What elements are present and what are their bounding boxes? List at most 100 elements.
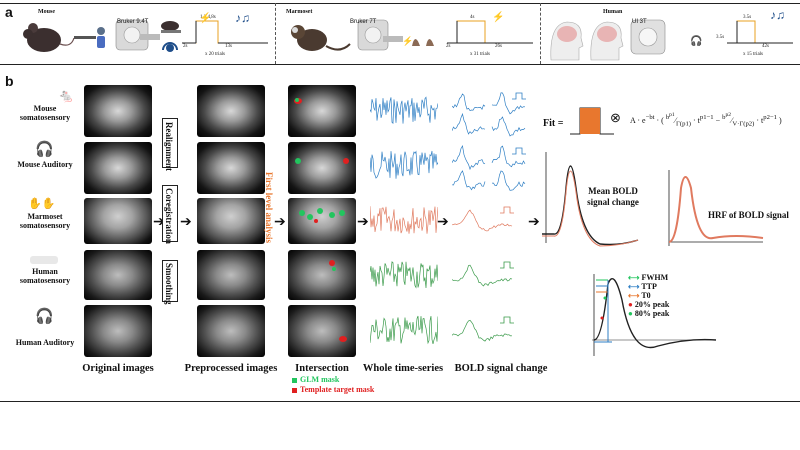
timeseries-trace <box>370 150 438 179</box>
music-note-icon: ♪♫ <box>235 11 250 25</box>
row-label: Mouse somatosensory <box>19 104 71 122</box>
marmoset-setup-illustration <box>291 19 434 51</box>
metrics-legend: ⟷ FWHM ⟷ TTP ⟷ T0 ● 20% peak ● 80% peak <box>628 273 669 318</box>
headphones-icon: 🎧 <box>35 309 54 325</box>
metric-t0: ⟷ T0 <box>628 291 651 300</box>
original-image <box>84 142 152 194</box>
timeseries-trace <box>370 261 438 289</box>
column-label-intersection: Intersection <box>295 363 349 374</box>
step-label: Realignment <box>164 122 174 171</box>
hands-icon: ✋✋ <box>28 198 56 210</box>
marmoset-trials: x 31 trials <box>470 52 490 57</box>
human-setup-illustration <box>550 19 666 61</box>
column-label-bold: BOLD signal change <box>454 363 548 374</box>
bold-response-trace <box>452 319 513 342</box>
marmoset-stim: 4s <box>470 15 475 20</box>
marmoset-pre: 2s <box>446 44 451 49</box>
bold-response-trace <box>492 170 526 191</box>
preprocessed-image <box>197 305 265 357</box>
step-smoothing <box>162 260 178 302</box>
mouse-icon <box>27 28 61 52</box>
stimulus-marker <box>500 206 514 214</box>
hrf-label: HRF of BOLD signal <box>708 210 789 220</box>
human-scanner: UI 3T <box>632 19 647 25</box>
bold-response-trace <box>491 92 526 115</box>
bold-response-trace <box>452 170 486 191</box>
metric-ttp: ⟷ TTP <box>628 282 657 291</box>
row-label: Human somatosensory <box>19 267 71 285</box>
hands-icon <box>412 39 420 46</box>
preprocessed-image <box>197 142 265 194</box>
intersection-image <box>288 142 356 194</box>
bold-response-trace <box>452 112 486 135</box>
panel-a-bottom-border <box>0 64 800 65</box>
marmoset-paradigm <box>447 20 533 44</box>
operator-icon <box>97 27 105 35</box>
lightning-icon: ⚡ <box>492 12 505 23</box>
mouse-stim-times: 1,2,4,8s <box>200 15 216 20</box>
bold-response-trace <box>491 145 526 168</box>
original-image <box>84 250 152 300</box>
top-border <box>0 3 800 4</box>
stimulus-marker <box>500 316 514 324</box>
human-pre: 3.5s <box>716 35 725 40</box>
bold-response-trace <box>452 145 486 171</box>
bold-column <box>452 92 526 342</box>
fit-label: Fit = <box>543 118 564 129</box>
stimulus-box-function <box>570 107 614 135</box>
bold-response-trace <box>452 209 513 232</box>
bold-response-trace <box>452 264 513 287</box>
marmoset-scanner: Bruker 7T <box>350 19 377 25</box>
marmoset-title: Marmoset <box>286 9 313 15</box>
timeseries-column <box>370 96 438 345</box>
step-realignment <box>162 118 178 168</box>
original-image <box>84 198 152 244</box>
stimulus-marker <box>512 147 526 155</box>
bold-response-trace <box>491 116 526 137</box>
mouse-pre: 2s <box>183 44 188 49</box>
arrow-icon: ➔ <box>437 215 449 230</box>
column-label-preprocessed: Preprocessed images <box>184 363 278 374</box>
row-label: Human Auditory <box>15 338 75 347</box>
intersection-image <box>288 250 356 300</box>
divider-1 <box>275 3 276 64</box>
original-image <box>84 85 152 137</box>
arrow-icon: ➔ <box>274 215 286 230</box>
human-post: 42s <box>762 44 769 49</box>
timeseries-trace <box>370 206 438 234</box>
mouse-trials: x 20 trials <box>205 52 225 57</box>
lightning-icon: ⚡ <box>199 13 212 24</box>
lightning-icon: ⚡ <box>402 36 414 46</box>
intersection-image <box>288 198 356 244</box>
original-image <box>84 305 152 357</box>
preprocessed-image <box>197 250 265 300</box>
legend-glm: GLM mask <box>292 375 339 384</box>
music-note-icon: ♪♫ <box>770 8 785 22</box>
legend-template: Template target mask <box>292 385 374 394</box>
mouse-scanner: Bruker 9.4T <box>117 19 149 25</box>
mouse-setup-illustration <box>23 19 181 52</box>
gamma-formula: A · e−bt · ( bp1⁄Γ(p1) · tp1−1 − bp2⁄V·Γ… <box>630 112 782 128</box>
stimulus-marker <box>500 261 514 269</box>
preprocessed-image <box>197 85 265 137</box>
metric-fwhm: ⟷ FWHM <box>628 273 669 282</box>
arrow-icon: ➔ <box>180 215 192 230</box>
step-label: Coregistration <box>164 188 174 244</box>
headphones-icon <box>162 42 178 51</box>
step-label: Smoothing <box>164 263 174 305</box>
hand-stimulator-icon <box>30 256 58 264</box>
timeseries-trace <box>370 96 438 124</box>
column-label-timeseries: Whole time-series <box>362 363 444 374</box>
headphones-icon: 🎧 <box>35 142 54 158</box>
panel-a-label: a <box>5 4 13 20</box>
bold-response-trace <box>452 93 486 112</box>
marmoset-post: 26s <box>495 44 502 49</box>
bottom-border <box>0 401 800 402</box>
headphones-icon: 🎧 <box>690 36 703 47</box>
intersection-image <box>288 305 356 357</box>
metric-80: ● 80% peak <box>628 309 670 318</box>
mean-bold-plot <box>542 152 639 247</box>
human-stim: 3.5s <box>743 15 752 20</box>
hrf-plot <box>668 170 764 246</box>
